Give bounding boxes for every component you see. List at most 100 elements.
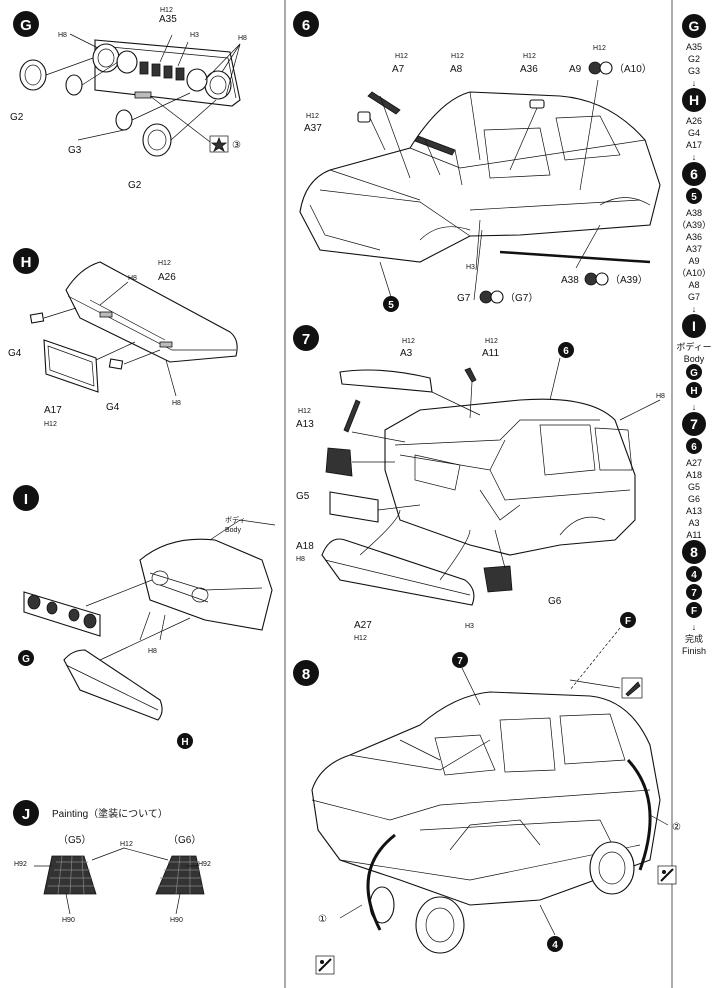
label-h8: H8 [128,275,137,282]
sequence-part-label: A27 [686,458,702,468]
label-h3: H3 [465,623,474,630]
label-h12-a17: H12 [44,421,57,428]
section-h: H H12 H8 A26 G4 A17 H12 G4 H8 [8,248,238,428]
paint-icon [621,677,643,699]
plate-a18 [329,491,379,523]
car-rear-drawing-7 [384,398,636,556]
label-decal-3: ③ [232,140,241,151]
label-a27: A27 [354,620,372,631]
glue-line-1 [366,833,396,931]
step-7-marker [293,325,319,351]
label-g6: （G6） [168,834,201,846]
label-a3: A3 [400,348,413,359]
label-a26: A26 [158,272,176,283]
step-i-marker [13,485,39,511]
section-g: G [10,7,247,191]
label-g5: （G5） [58,834,91,846]
sequence-step-marker [682,88,706,112]
label-a7: A7 [392,64,405,75]
sequence-part-label: A17 [686,140,702,150]
label-circle-1: ① [318,914,327,925]
sequence-part-label: G6 [688,494,700,504]
sequence-step-label: 7 [690,416,698,432]
sequence-step-label: G [690,368,698,379]
part-4-number: 4 [552,940,558,951]
label-g2-bottom: G2 [128,180,142,191]
wiper-a13 [343,399,361,433]
label-body-jp: ボディ [225,515,246,524]
label-h8: H8 [58,32,67,39]
section-7: 7 H12 A3 H12 A11 [293,325,665,642]
step-8-marker [293,660,319,686]
sequence-part-label: （A10） [677,268,711,278]
sequence-step-label: F [691,606,697,617]
label-h12: H12 [160,7,173,14]
step-h-letter: H [21,254,32,271]
label-h90-right: H90 [170,917,183,924]
sequence-arrow-icon: ↓ [692,304,697,314]
step-j-letter: J [22,806,30,823]
sequence-step-marker [682,162,706,186]
front-wheel [415,896,465,954]
taillight-g5-icon [43,855,97,895]
label-g3: G3 [68,145,82,156]
label-h3: H3 [190,32,199,39]
sequence-step-label: I [692,318,696,334]
part-5-number: 5 [388,300,394,311]
sequence-part-label: Finish [682,646,706,656]
sequence-part-label: A8 [688,280,699,290]
sequence-part-label: 完成 [685,633,703,644]
sequence-step-marker [686,602,702,618]
step-h-ref-letter: H [181,737,188,748]
label-h12-a7: H12 [395,53,408,60]
label-h8-bottom: H8 [172,400,181,407]
taillight-g6-icon [155,855,205,895]
sequence-arrow-icon: ↓ [692,152,697,162]
taillight-g5 [325,447,353,477]
label-h90-left: H90 [62,917,75,924]
bumper-part-h [63,649,163,721]
part-6-marker [558,342,574,358]
sequence-step-marker [686,364,702,380]
wiper-a7 [367,91,401,115]
sequence-part-label: G4 [688,128,700,138]
section-i: I ボディ Body H8 G H [13,485,276,749]
label-h12-a13: H12 [298,408,311,415]
label-a36: A36 [520,64,538,75]
label-a18: A18 [296,541,314,552]
step-g-ref [18,650,34,666]
sequence-arrow-icon: ↓ [692,402,697,412]
step-j-marker [13,800,39,826]
label-h12-a9: H12 [593,45,606,52]
sequence-step-marker [686,566,702,582]
step-i-letter: I [24,491,28,508]
foglight-g3-right [115,109,133,131]
label-h12: H12 [158,260,171,267]
step-7-number: 7 [302,331,310,348]
sequence-step-label: 6 [690,166,698,182]
label-g5: G5 [296,491,310,502]
sequence-step-label: 5 [691,192,697,203]
sequence-part-label: A18 [686,470,702,480]
label-a17: A17 [44,405,62,416]
part-f-marker [620,612,636,628]
sequence-part-label: G5 [688,482,700,492]
part-6-number: 6 [563,346,569,357]
front-bumper-drawing [65,261,238,363]
label-h92-left: H92 [14,861,27,868]
sequence-part-label: G3 [688,66,700,76]
sequence-arrow-icon: ↓ [692,78,697,88]
painting-title: Painting（塗装について） [52,807,168,820]
sequence-step-label: H [689,92,699,108]
label-h12-a36: H12 [523,53,536,60]
label-h8-a18: H8 [296,556,305,563]
headlight-g2-bottom [142,123,172,157]
label-a38: A38 [561,275,579,286]
part-7-number: 7 [457,656,463,667]
headlight-g2-left [19,59,47,91]
sequence-step-marker [682,14,706,38]
part-5-marker [383,296,399,312]
sequence-step-marker [682,412,706,436]
star-icon [210,136,228,152]
